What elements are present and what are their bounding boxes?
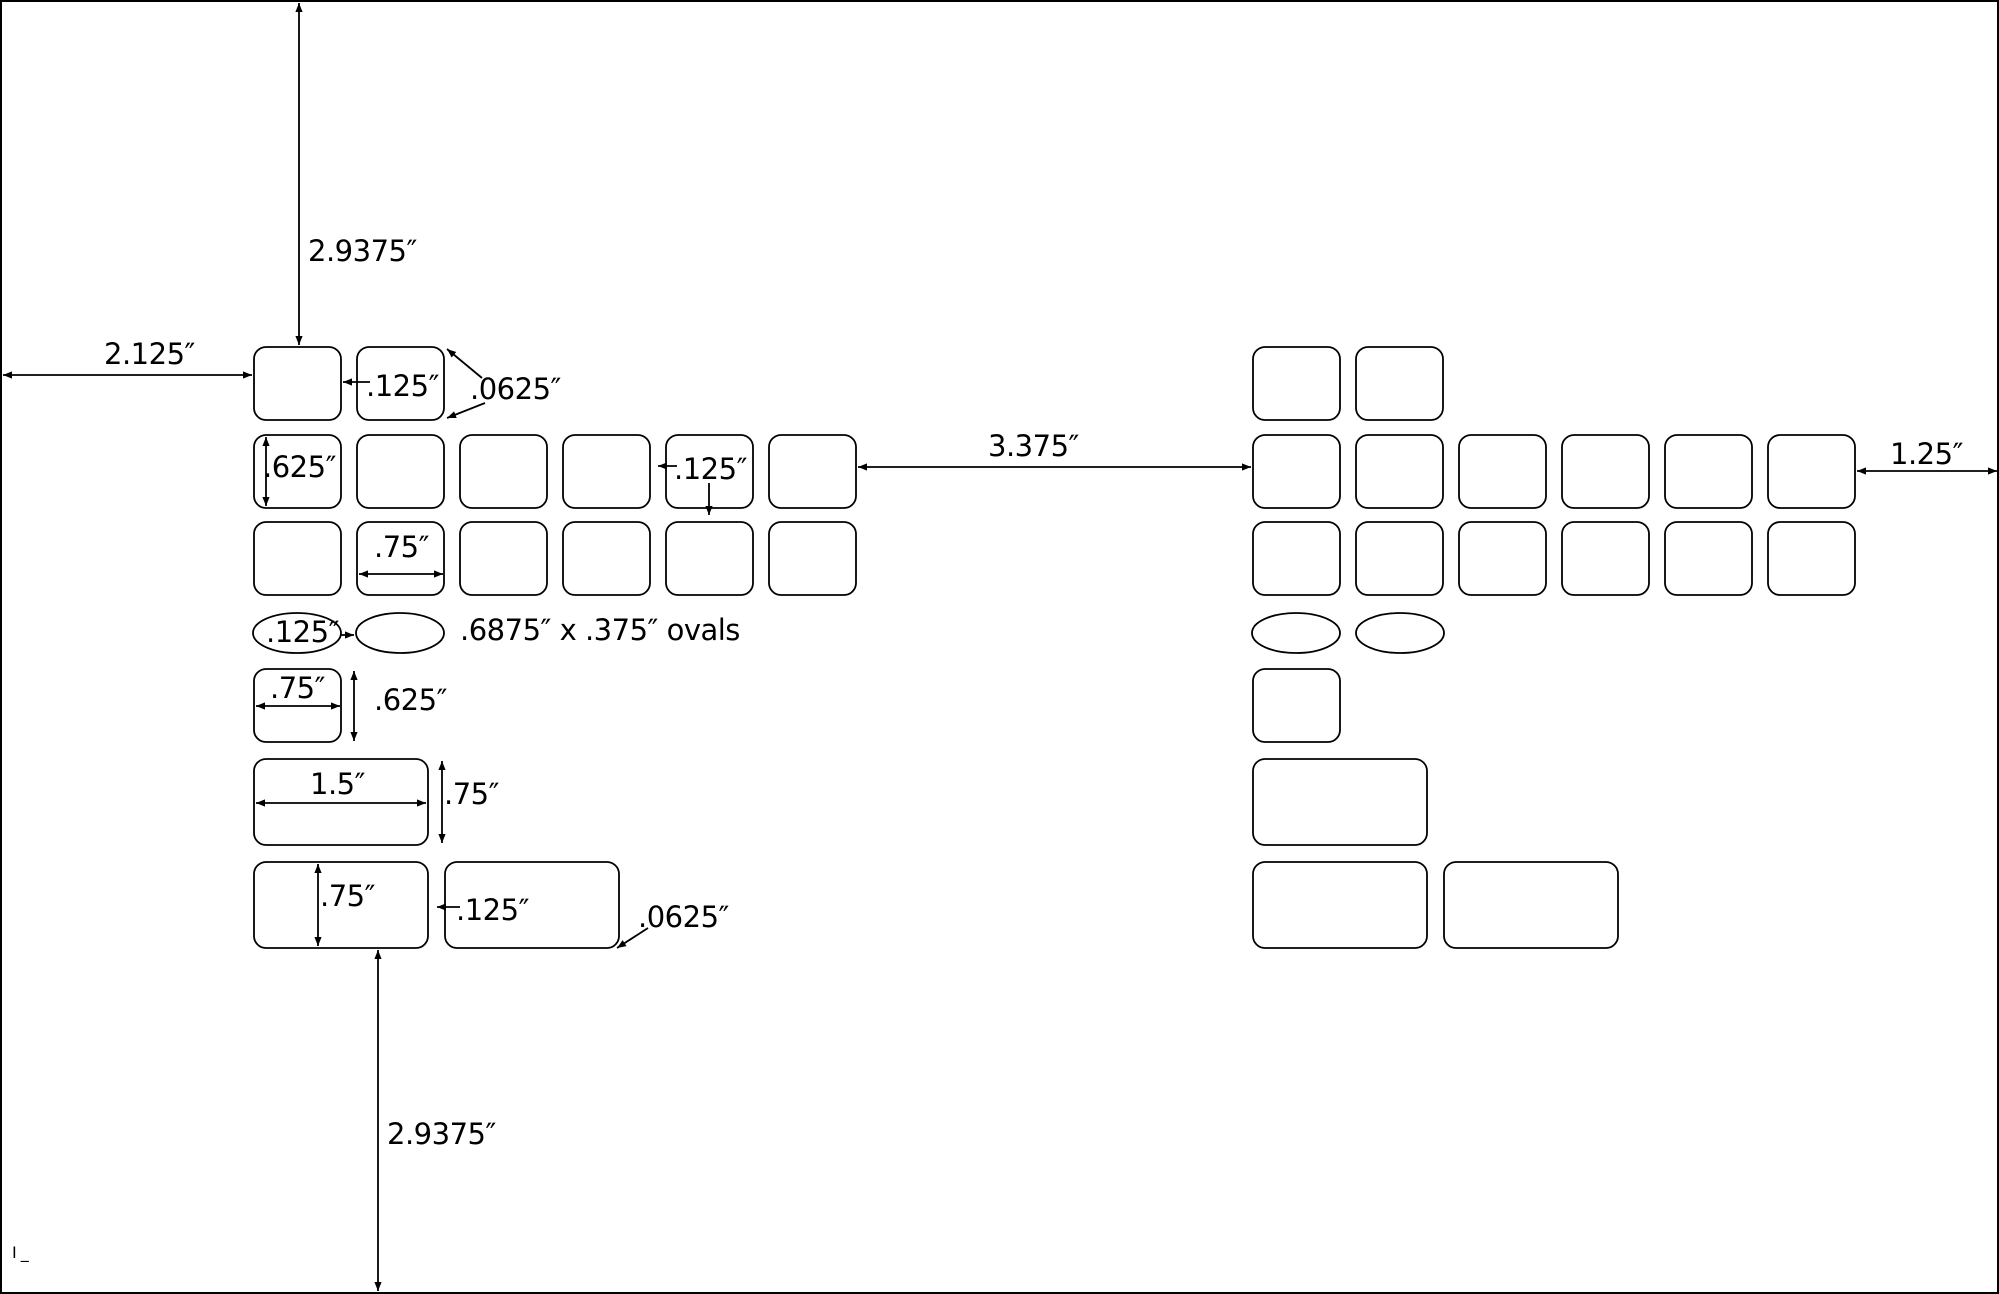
label-square <box>1561 434 1650 509</box>
label-square <box>1458 521 1547 596</box>
label-single-width: .75″ <box>270 671 325 705</box>
label-right-margin: 1.25″ <box>1890 437 1963 471</box>
label-square <box>768 521 857 596</box>
label-rectangle <box>1252 861 1428 949</box>
label-oval <box>1355 612 1445 654</box>
label-square-width: .75″ <box>374 530 429 564</box>
label-rectangle <box>1443 861 1619 949</box>
label-oval <box>252 612 342 654</box>
label-square <box>253 346 342 421</box>
label-square <box>562 434 651 509</box>
label-square <box>356 346 445 421</box>
label-square <box>1252 346 1341 421</box>
arrow-bottom-radius <box>616 927 649 949</box>
label-bottom-radius: .0625″ <box>638 900 729 934</box>
label-square <box>1355 346 1444 421</box>
label-square <box>459 434 548 509</box>
label-rect-width: 1.5″ <box>310 767 365 801</box>
label-square <box>1252 521 1341 596</box>
label-bottom-margin: 2.9375″ <box>387 1117 496 1151</box>
label-oval <box>1251 612 1341 654</box>
label-square <box>1252 668 1341 743</box>
label-corner-radius: .0625″ <box>470 372 561 406</box>
label-row2-gap: .125″ <box>674 452 747 486</box>
label-rectangle <box>253 758 429 846</box>
label-oval-caption: .6875″ x .375″ ovals <box>460 613 740 647</box>
label-oval <box>355 612 445 654</box>
label-square <box>356 434 445 509</box>
label-bottom-gap: .125″ <box>456 893 529 927</box>
label-square <box>1458 434 1547 509</box>
label-square <box>356 521 445 596</box>
label-oval-gap: .125″ <box>266 615 339 649</box>
label-square <box>1664 521 1753 596</box>
label-left-margin: 2.125″ <box>104 337 195 371</box>
label-square-height: .625″ <box>263 450 336 484</box>
label-square <box>1664 434 1753 509</box>
label-square <box>1355 521 1444 596</box>
label-square <box>253 521 342 596</box>
label-row1-gap: .125″ <box>366 369 439 403</box>
label-square <box>665 521 754 596</box>
label-square <box>1767 521 1856 596</box>
label-rectangle <box>1252 758 1428 846</box>
label-square <box>562 521 651 596</box>
label-center-gap: 3.375″ <box>988 429 1079 463</box>
label-square <box>768 434 857 509</box>
label-bottom-height: .75″ <box>320 879 375 913</box>
arrow-corner-radius-bottom <box>446 402 486 419</box>
corner-mark: I _ <box>12 1243 29 1262</box>
label-square <box>1561 521 1650 596</box>
label-square <box>253 434 342 509</box>
label-top-margin: 2.9375″ <box>308 234 417 268</box>
label-single-height: .625″ <box>374 683 447 717</box>
label-square <box>1252 434 1341 509</box>
label-square <box>459 521 548 596</box>
label-square <box>1355 434 1444 509</box>
label-rectangle <box>253 861 429 949</box>
arrow-corner-radius-top <box>446 348 483 379</box>
label-rect-height: .75″ <box>444 777 499 811</box>
label-square <box>1767 434 1856 509</box>
label-square <box>253 668 342 743</box>
